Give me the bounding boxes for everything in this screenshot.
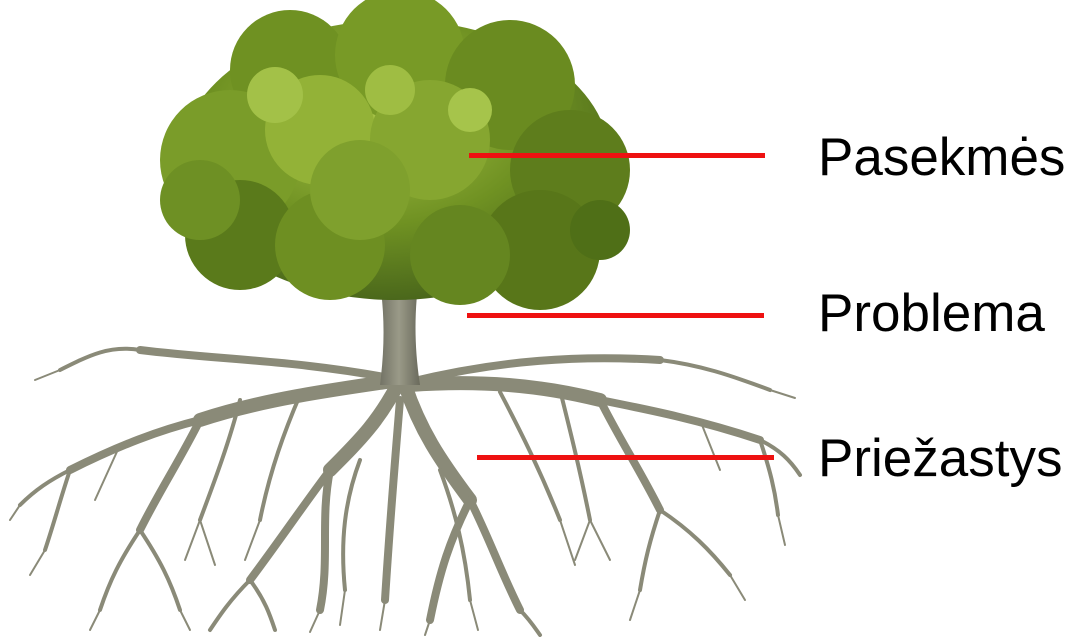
causes-label: Priežastys xyxy=(818,432,1062,485)
causes-pointer-line xyxy=(477,455,774,460)
consequences-label: Pasekmės xyxy=(818,131,1065,184)
consequences-pointer-line xyxy=(469,153,765,158)
problem-label: Problema xyxy=(818,287,1045,340)
problem-pointer-line xyxy=(467,313,764,318)
roots xyxy=(10,349,800,635)
